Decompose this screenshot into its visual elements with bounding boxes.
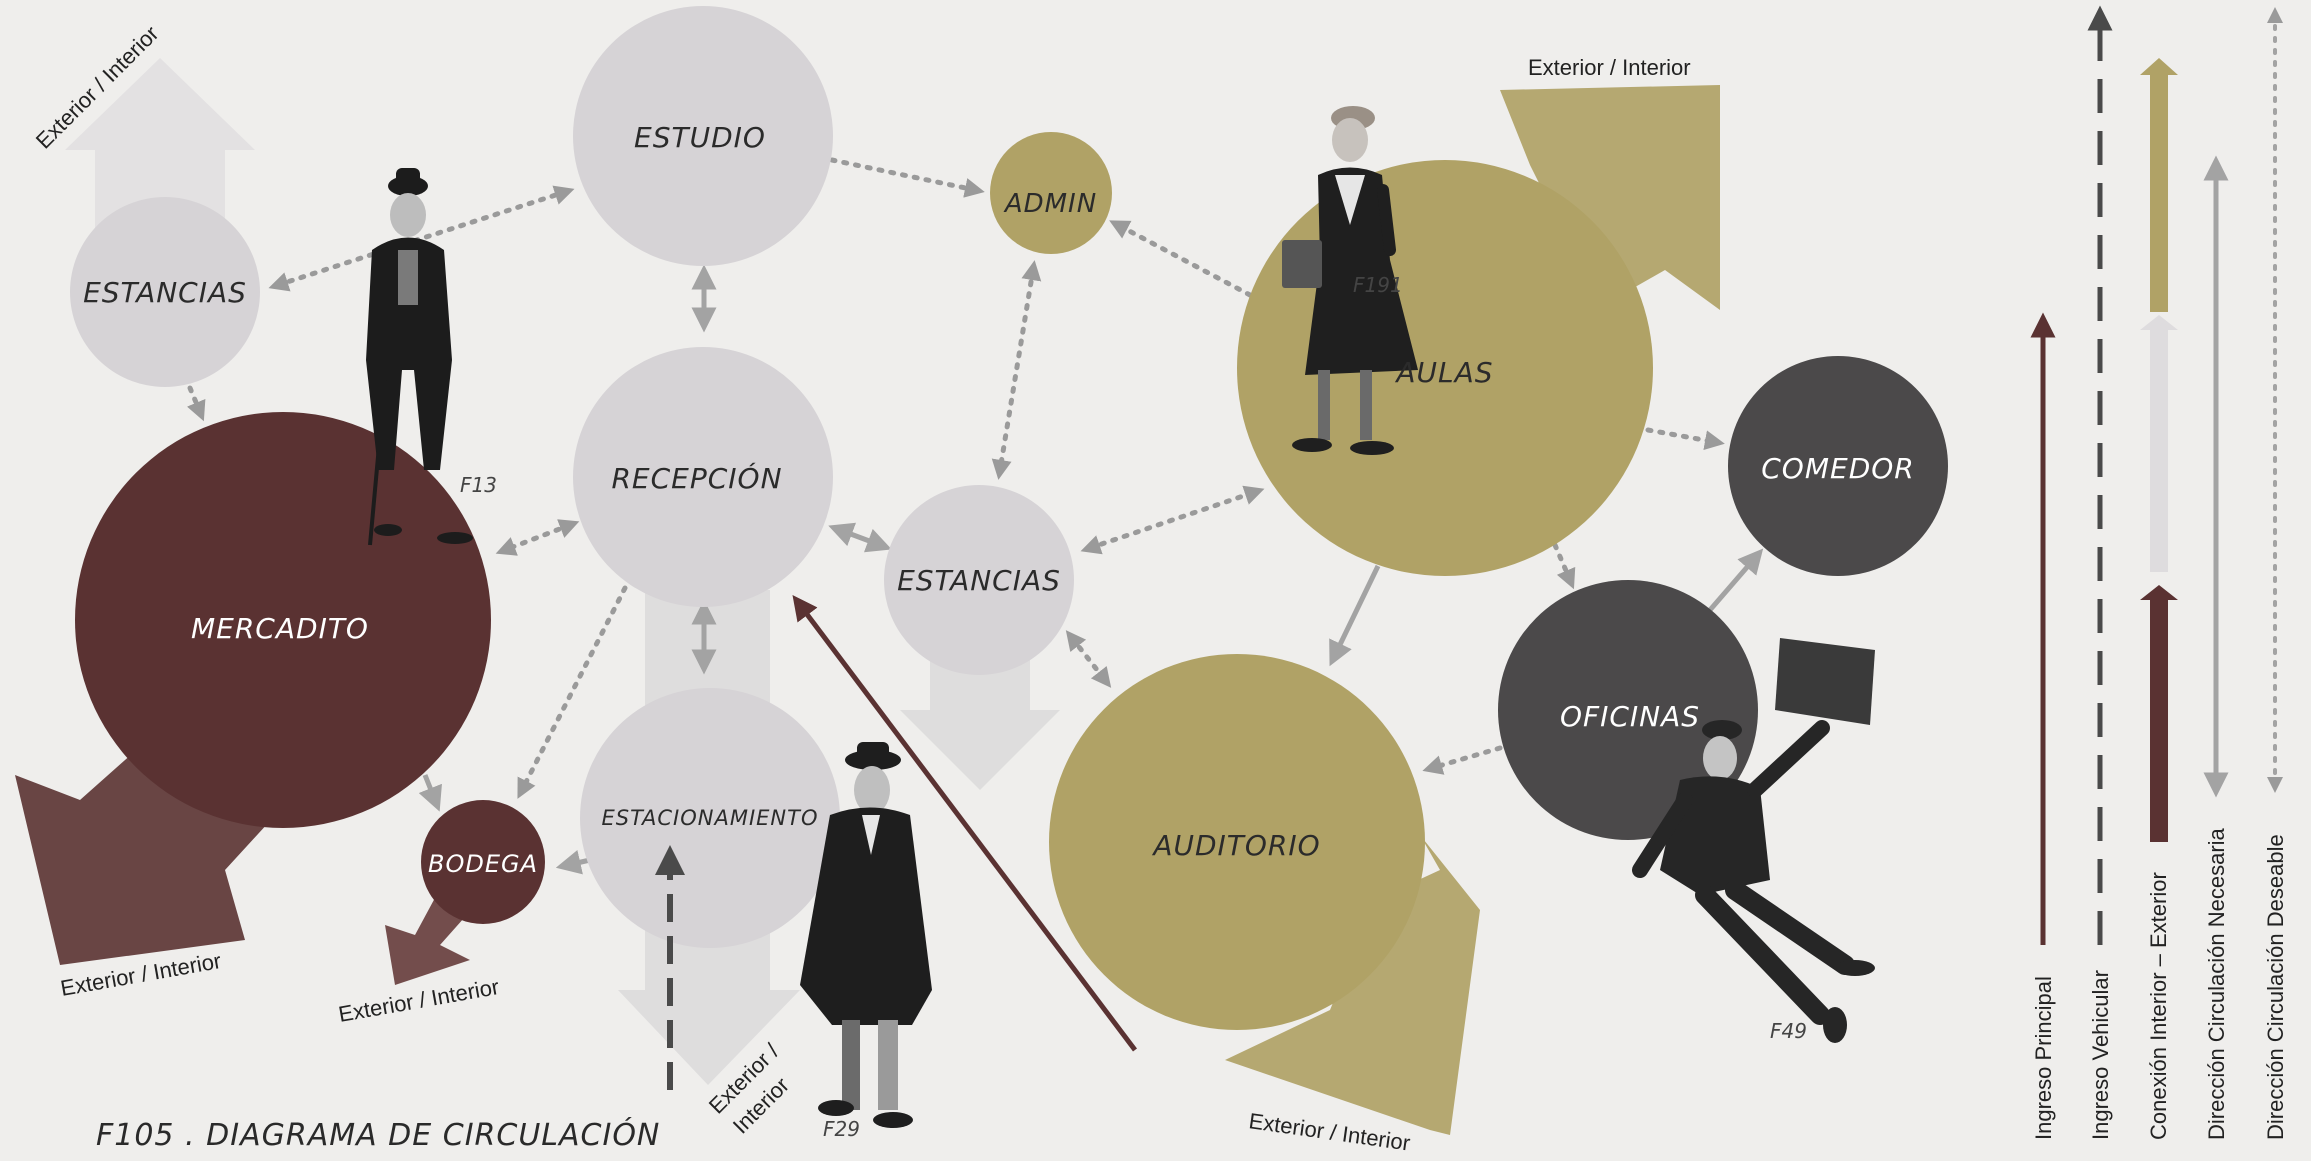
node-label-oficinas: OFICINAS bbox=[1560, 700, 1700, 733]
node-label-estancias-left: ESTANCIAS bbox=[83, 276, 247, 309]
legend: Ingreso Principal Ingreso Vehicular Cone… bbox=[2030, 5, 2288, 1140]
node-comedor bbox=[1728, 356, 1948, 576]
legend-label-ingreso-principal: Ingreso Principal bbox=[2031, 976, 2056, 1140]
node-recepcion bbox=[573, 347, 833, 607]
figure-f13-illustration bbox=[366, 168, 473, 546]
legend-label-conexion: Conexión Interior – Exterior bbox=[2146, 872, 2171, 1140]
figure-label-f49: F49 bbox=[1770, 1019, 1807, 1043]
exit-label-bodega: Exterior / Interior bbox=[337, 974, 501, 1027]
node-label-aulas: AULAS bbox=[1394, 356, 1493, 389]
legend-label-necesaria: Dirección Circulación Necesaria bbox=[2204, 827, 2229, 1140]
figure-f49-illustration bbox=[1632, 638, 1875, 1043]
node-auditorio bbox=[1049, 654, 1425, 1030]
figure-label-f191: F191 bbox=[1353, 273, 1403, 297]
figure-f191-illustration bbox=[1282, 106, 1418, 455]
node-admin bbox=[990, 132, 1112, 254]
legend-label-deseable: Dirección Circulación Deseable bbox=[2263, 834, 2288, 1140]
node-label-estudio: ESTUDIO bbox=[634, 121, 766, 154]
figure-f29-illustration bbox=[800, 742, 932, 1128]
node-label-auditorio: AUDITORIO bbox=[1151, 829, 1320, 862]
node-estancias-center bbox=[884, 485, 1074, 675]
figure-label-f29: F29 bbox=[823, 1117, 860, 1141]
exit-label-top-right: Exterior / Interior bbox=[1528, 55, 1691, 80]
node-label-comedor: COMEDOR bbox=[1761, 452, 1915, 485]
exit-arrow-estancias bbox=[900, 640, 1060, 790]
node-label-admin: ADMIN bbox=[1003, 189, 1097, 219]
node-estacionamiento bbox=[580, 688, 840, 948]
node-bodega bbox=[421, 800, 545, 924]
deseable-connections bbox=[186, 157, 1725, 799]
node-estudio bbox=[573, 6, 833, 266]
figure-caption: F105 . DIAGRAMA DE CIRCULACIÓN bbox=[96, 1118, 661, 1153]
necesaria-connections bbox=[418, 264, 1764, 875]
node-label-bodega: BODEGA bbox=[428, 850, 538, 878]
figure-label-f13: F13 bbox=[460, 473, 497, 497]
node-label-estacionamiento: ESTACIONAMIENTO bbox=[602, 806, 819, 830]
node-oficinas bbox=[1498, 580, 1758, 840]
node-label-estancias-center: ESTANCIAS bbox=[897, 564, 1061, 597]
node-estancias-left bbox=[70, 197, 260, 387]
node-label-recepcion: RECEPCIÓN bbox=[611, 461, 782, 495]
node-mercadito bbox=[75, 412, 491, 828]
legend-swatch-conexion bbox=[2140, 58, 2178, 842]
main-entry-line bbox=[792, 595, 1137, 1052]
legend-label-ingreso-vehicular: Ingreso Vehicular bbox=[2088, 970, 2113, 1140]
node-label-mercadito: MERCADITO bbox=[191, 612, 369, 645]
